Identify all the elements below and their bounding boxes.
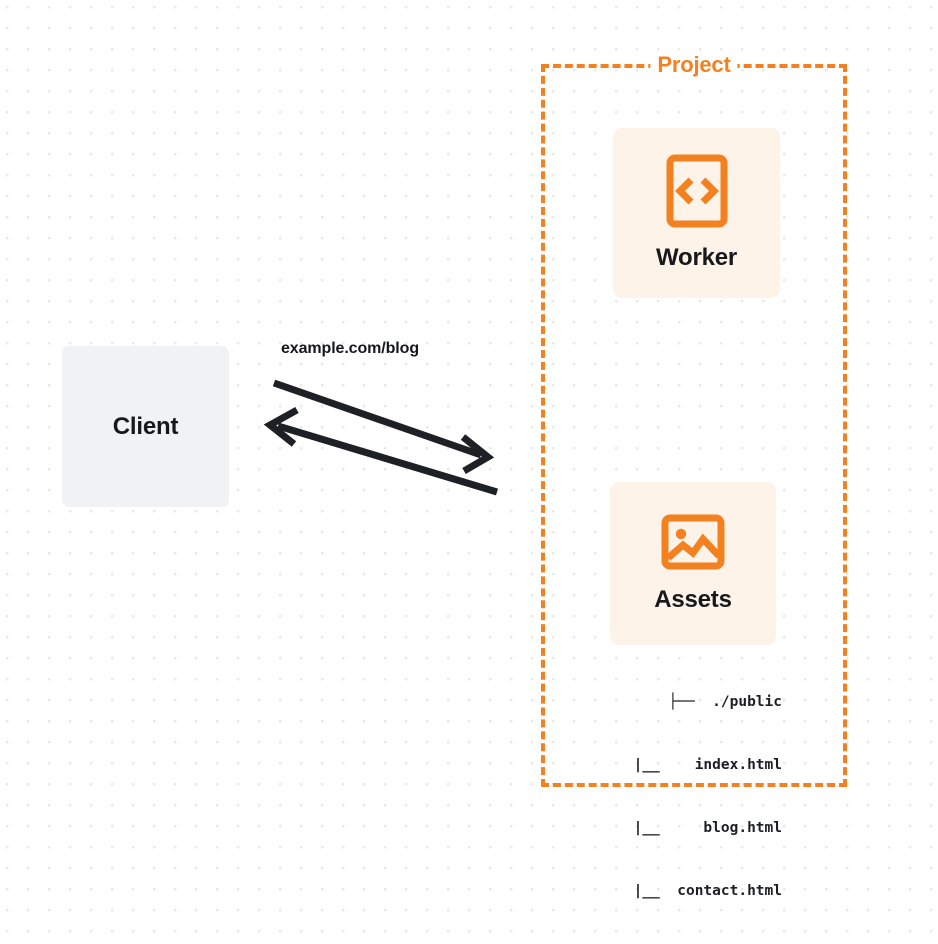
- project-group: Project: [541, 52, 847, 787]
- image-icon: [661, 514, 725, 570]
- file-tree-line: |__ index.html: [633, 757, 782, 773]
- assets-node[interactable]: Assets: [610, 482, 776, 645]
- diagram-canvas: Client example.com/blog Project Worker: [62, 52, 847, 899]
- assets-node-label: Assets: [654, 585, 732, 613]
- worker-node[interactable]: Worker: [613, 128, 780, 298]
- response-arrow: [263, 406, 499, 496]
- worker-node-label: Worker: [655, 244, 738, 271]
- project-group-title: Project: [650, 52, 738, 78]
- connection-label: example.com/blog: [281, 340, 419, 357]
- file-tree-line: |__ contact.html: [633, 883, 782, 899]
- code-brackets-icon: [666, 154, 728, 228]
- client-node[interactable]: Client: [62, 346, 229, 507]
- assets-file-tree: ├── ./public |__ index.html |__ blog.htm…: [586, 650, 782, 944]
- client-node-label: Client: [112, 412, 179, 440]
- file-tree-line: ├── ./public: [668, 694, 783, 710]
- request-arrow: [272, 379, 495, 475]
- file-tree-line: |__ blog.html: [633, 820, 782, 836]
